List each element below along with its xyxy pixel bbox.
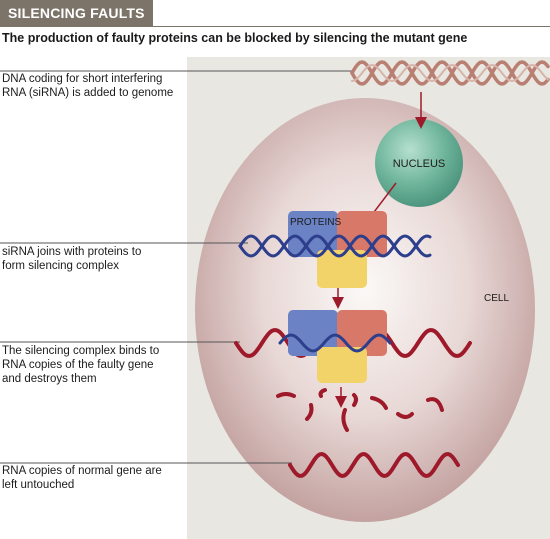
header: SILENCING FAULTS <box>0 0 550 27</box>
dna-double-helix <box>350 60 550 86</box>
protein-red-2 <box>337 310 387 356</box>
protein-blue-1 <box>288 211 338 257</box>
normal-rna-strand <box>288 451 460 479</box>
dna-strand-c <box>351 63 549 83</box>
destroyed-rna-fragments <box>276 388 444 432</box>
protein-blue-2 <box>288 310 338 356</box>
rna-strand-normal <box>288 451 460 479</box>
sirna-strand-1 <box>238 234 432 258</box>
nucleus <box>375 119 463 207</box>
dna-strand-a <box>350 60 550 86</box>
sirna-strand-b <box>238 234 432 258</box>
nucleus-label: NUCLEUS <box>393 158 446 170</box>
subtitle: The production of faulty proteins can be… <box>2 31 468 45</box>
sirna-strand-bound <box>278 333 392 353</box>
proteins-label: PROTEINS <box>290 217 341 228</box>
label-step4: RNA copies of normal gene are left untou… <box>2 465 162 491</box>
sirna-strand-2 <box>278 333 392 353</box>
protein-yellow-1 <box>317 250 367 288</box>
label-step1: DNA coding for short interfering RNA (si… <box>2 73 174 99</box>
cell-label: CELL <box>484 293 509 304</box>
sirna-strand-a <box>238 234 432 258</box>
header-tag: SILENCING FAULTS <box>0 0 153 26</box>
dna-strand-b <box>350 60 550 86</box>
label-step2: siRNA joins with proteins to form silenc… <box>2 246 142 272</box>
protein-yellow-2 <box>317 347 367 383</box>
header-rule <box>0 26 550 27</box>
label-step3: The silencing complex binds to RNA copie… <box>2 345 160 385</box>
